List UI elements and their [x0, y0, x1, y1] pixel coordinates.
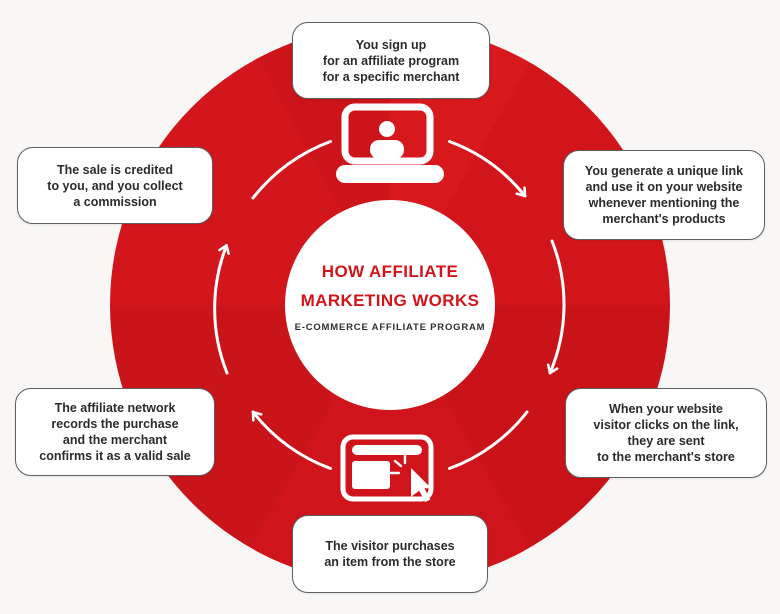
cycle-arrow-left [213, 244, 227, 375]
step-sale-credited-text: The sale is credited to you, and you col… [47, 162, 183, 209]
step-visitor-purchases: The visitor purchases an item from the s… [292, 515, 488, 593]
cycle-arc-bottom-right [448, 410, 529, 470]
browser-click-icon [340, 434, 434, 503]
cursor-arrow [411, 468, 432, 503]
title-line-2: MARKETING WORKS [300, 291, 480, 310]
step-network-records: The affiliate network records the purcha… [15, 388, 215, 476]
step-visitor-clicks-text: When your website visitor clicks on the … [593, 402, 739, 464]
cycle-arrow-bottom-left [251, 410, 332, 470]
center-title-block: HOW AFFILIATE MARKETING WORKS E-COMMERCE… [283, 262, 497, 333]
laptop-user-icon [336, 103, 444, 183]
cycle-arc-top-left [251, 140, 332, 200]
title-line-1: HOW AFFILIATE [321, 262, 459, 281]
center-circle [285, 200, 495, 410]
step-visitor-purchases-text: The visitor purchases an item from the s… [324, 539, 456, 569]
step-sign-up: You sign up for an affiliate program for… [292, 22, 490, 99]
step-visitor-clicks: When your website visitor clicks on the … [565, 388, 767, 478]
step-generate-link-text: You generate a unique link and use it on… [584, 164, 744, 226]
cycle-arrow-top-right [448, 140, 527, 198]
subtitle: E-COMMERCE AFFILIATE PROGRAM [294, 322, 486, 333]
click-sparkle [389, 453, 407, 475]
step-generate-link: You generate a unique link and use it on… [563, 150, 765, 240]
step-sign-up-text: You sign up for an affiliate program for… [322, 37, 460, 84]
step-sale-credited: The sale is credited to you, and you col… [17, 147, 213, 224]
cycle-arrow-right [550, 239, 566, 375]
step-network-records-text: The affiliate network records the purcha… [39, 401, 191, 463]
